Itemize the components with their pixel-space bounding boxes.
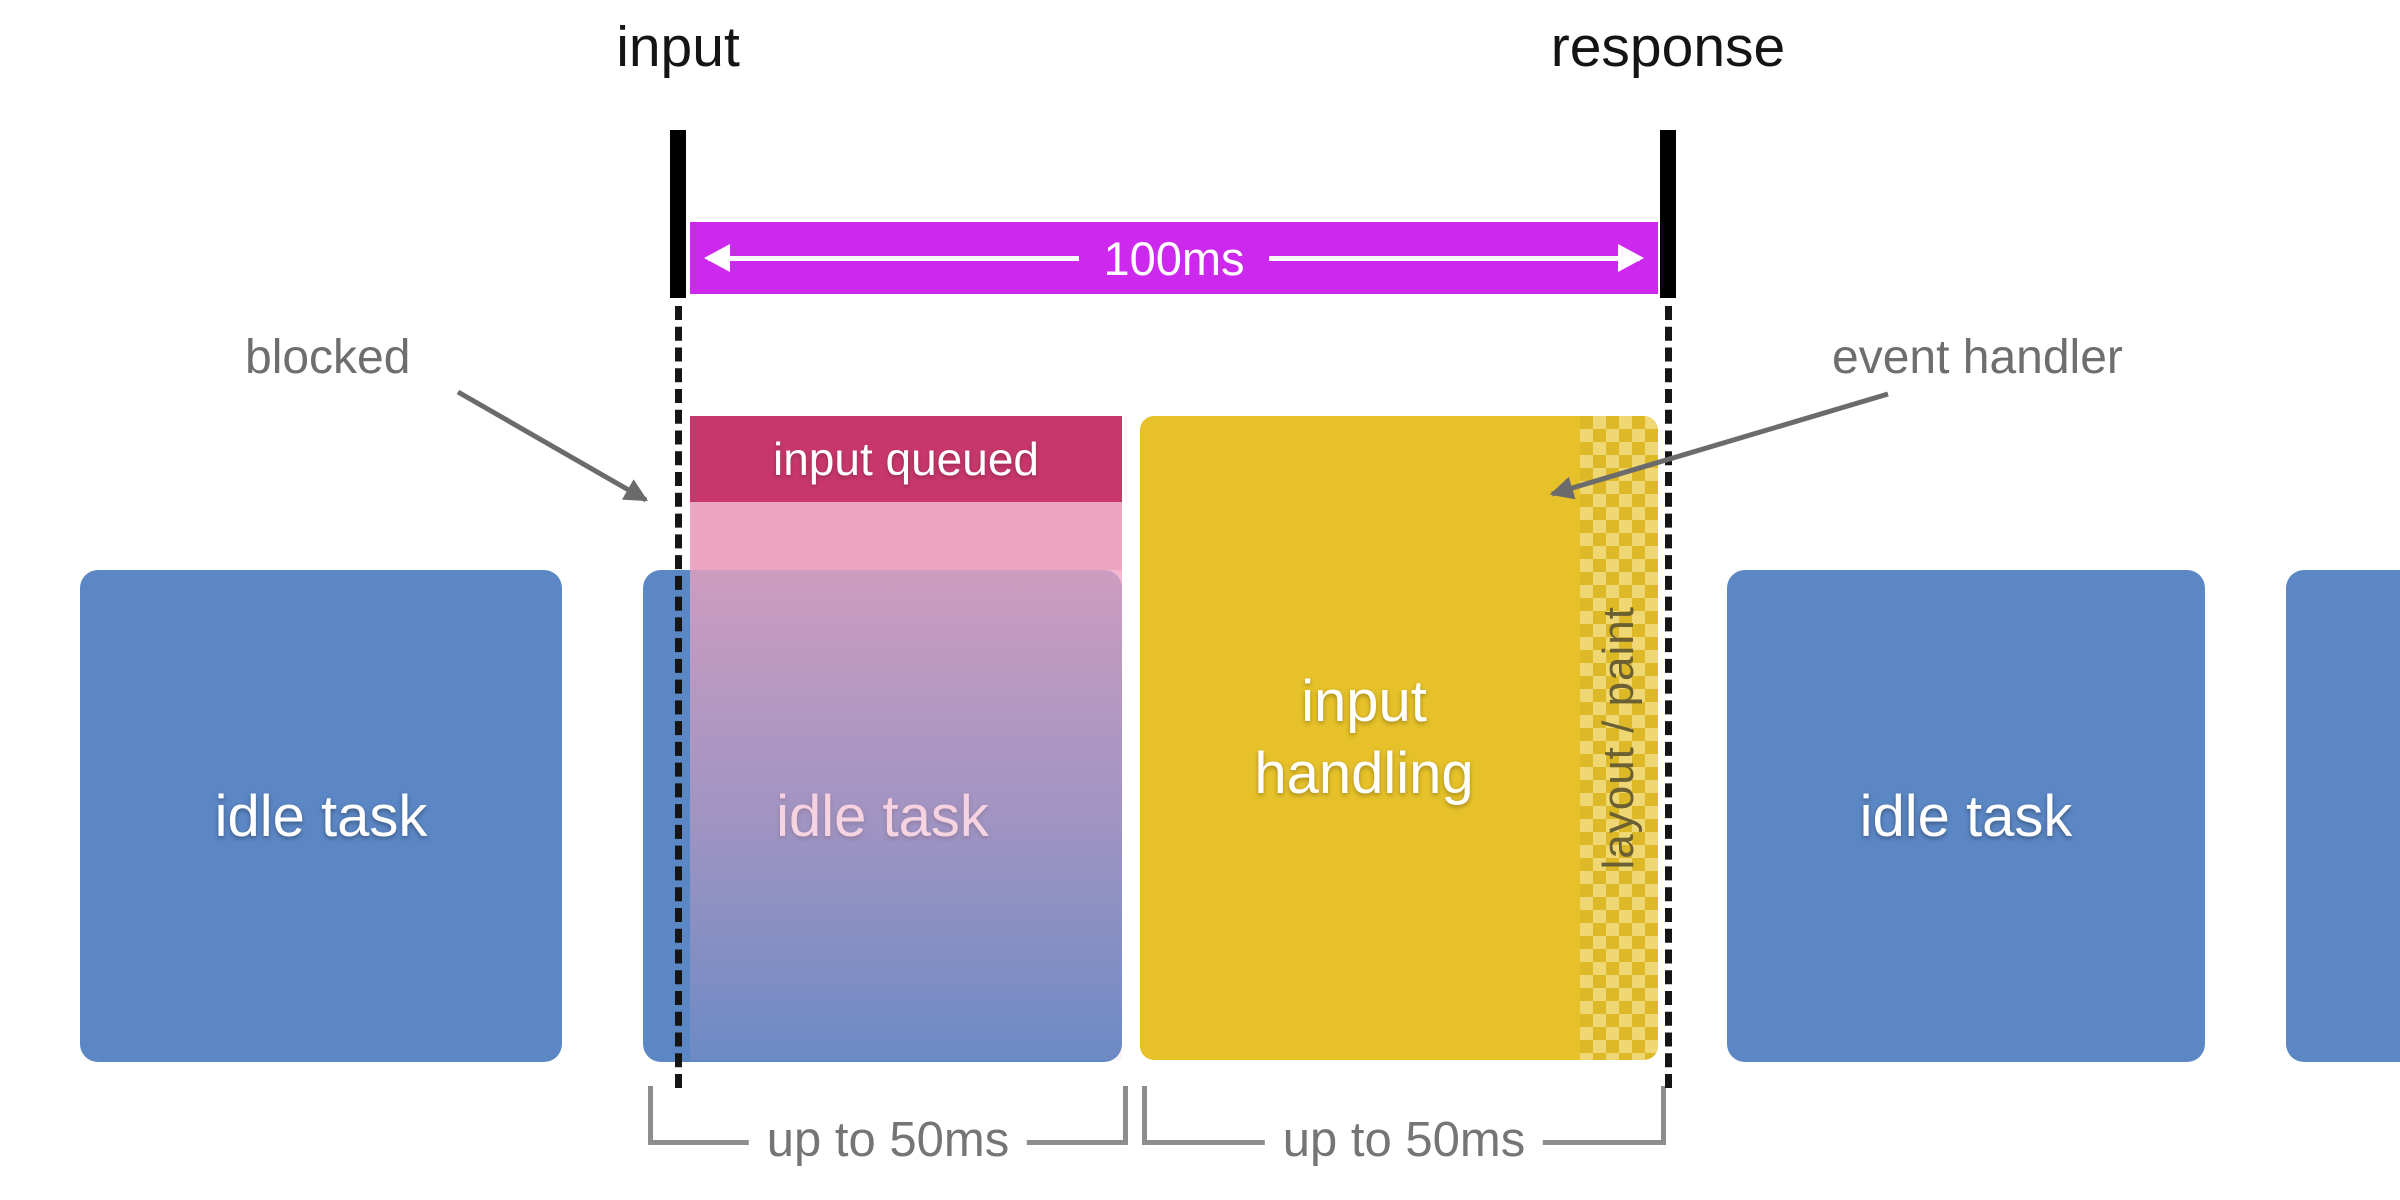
input-queued-overlay: [690, 570, 1122, 1060]
event-handler-label: event handler: [1832, 331, 2123, 384]
bracket-left: up to 50ms: [648, 1086, 1128, 1168]
input-label: input: [616, 15, 740, 79]
arrow-left-segment: [708, 255, 1080, 261]
blocked-arrow: [456, 389, 649, 503]
bracket-right-label: up to 50ms: [1264, 1112, 1544, 1168]
response-marker-bar: [1660, 130, 1676, 298]
arrow-right-segment: [1268, 255, 1641, 261]
duration-bar: 100ms: [690, 222, 1658, 294]
idle-task-block-left: idle task: [80, 570, 562, 1062]
response-label: response: [1550, 15, 1786, 79]
bracket-left-label: up to 50ms: [748, 1112, 1028, 1168]
idle-task-label: idle task: [214, 783, 428, 849]
input-queued-label: input queued: [772, 433, 1040, 485]
input-queued-header: input queued: [690, 416, 1122, 502]
idle-task-label: idle task: [1859, 783, 2073, 849]
input-queued-block: input queued: [690, 416, 1122, 1060]
response-dashed-line: [1665, 306, 1672, 1088]
blocked-label: blocked: [245, 331, 411, 384]
input-handling-label: input handling: [1254, 668, 1474, 807]
idle-task-block-right: idle task: [1727, 570, 2205, 1062]
input-dashed-line: [675, 306, 682, 1088]
layout-paint-strip: layout / paint: [1580, 416, 1658, 1060]
idle-task-block-partial: [2286, 570, 2400, 1062]
input-queued-band: [690, 502, 1122, 570]
layout-paint-label: layout / paint: [1594, 606, 1643, 870]
input-handling-block: input handling layout / paint: [1140, 416, 1658, 1060]
bracket-right: up to 50ms: [1142, 1086, 1666, 1168]
input-marker-bar: [670, 130, 686, 298]
duration-label: 100ms: [1103, 231, 1245, 285]
